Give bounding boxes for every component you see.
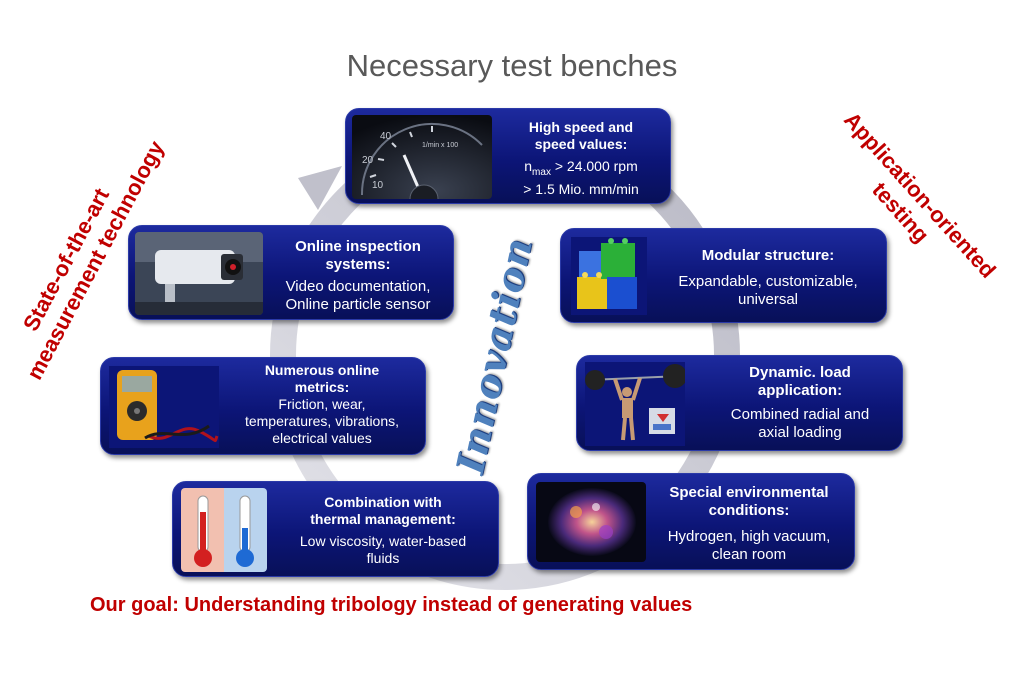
page-title: Necessary test benches: [346, 48, 678, 83]
thermometers-image: [181, 488, 267, 572]
box-online-inspection: Online inspection systems: Video documen…: [128, 225, 454, 320]
metrics-heading-1: Numerous online: [264, 362, 380, 378]
svg-text:10: 10: [372, 180, 384, 191]
environment-body-2: clean room: [711, 546, 787, 563]
feed-rate-line: > 1.5 Mio. mm/min: [523, 180, 639, 197]
box-high-speed: 40 20 10 1/min x 100 High speed and spee…: [345, 108, 671, 204]
nebula-image: [536, 482, 646, 562]
environment-text: Special environmental conditions: Hydrog…: [648, 484, 850, 564]
gauge-unit-text: 1/min x 100: [422, 142, 458, 149]
box-dynamic-load: Dynamic. load application: Combined radi…: [576, 355, 903, 451]
thermal-body-1: Low viscosity, water-based: [299, 533, 467, 549]
thermal-body-2: fluids: [366, 550, 400, 566]
metrics-heading-2: metrics:: [294, 379, 350, 395]
goal-statement: Our goal: Understanding tribology instea…: [90, 594, 693, 616]
metrics-text: Numerous online metrics: Friction, wear,…: [221, 362, 423, 447]
camera-image: [135, 232, 263, 315]
high-speed-heading-1: High speed and: [528, 119, 634, 135]
modular-heading: Modular structure:: [701, 247, 835, 264]
metrics-body-3: electrical values: [272, 430, 372, 446]
weightlifter-image: [585, 362, 685, 446]
modular-text: Modular structure: Expandable, customiza…: [653, 247, 883, 309]
building-blocks-image: [571, 237, 647, 315]
dynamic-heading-1: Dynamic. load: [749, 364, 851, 381]
multimeter-image: [109, 366, 219, 448]
inspection-heading-1: Online inspection: [295, 238, 421, 255]
modular-body-1: Expandable, customizable,: [678, 273, 858, 290]
dynamic-body-1: Combined radial and: [730, 406, 870, 423]
tachometer-image: 40 20 10 1/min x 100: [352, 115, 492, 199]
nmax-value: > 24.000 rpm: [550, 158, 638, 174]
box-modular-structure: Modular structure: Expandable, customiza…: [560, 228, 887, 323]
high-speed-text: High speed and speed values: nmax > 24.0…: [496, 119, 666, 198]
environment-heading-2: conditions:: [708, 502, 790, 519]
metrics-body-1: Friction, wear,: [278, 396, 366, 412]
svg-text:40: 40: [380, 131, 392, 142]
nmax-line: nmax > 24.000 rpm: [496, 158, 666, 181]
nmax-subscript: max: [532, 166, 551, 178]
high-speed-heading-2: speed values:: [534, 136, 628, 152]
dynamic-heading-2: application:: [757, 382, 843, 399]
metrics-body-2: temperatures, vibrations,: [244, 413, 400, 429]
dynamic-text: Dynamic. load application: Combined radi…: [703, 364, 897, 442]
box-thermal-management: Combination with thermal management: Low…: [172, 481, 499, 577]
environment-heading-1: Special environmental: [669, 484, 829, 501]
box-online-metrics: Numerous online metrics: Friction, wear,…: [100, 357, 426, 455]
thermal-heading-1: Combination with: [324, 494, 442, 510]
thermal-text: Combination with thermal management: Low…: [271, 494, 495, 567]
environment-body-1: Hydrogen, high vacuum,: [667, 528, 831, 545]
inspection-heading-2: systems:: [325, 256, 391, 273]
inspection-body-1: Video documentation,: [285, 278, 431, 295]
cycle-arrowhead: [298, 166, 342, 210]
nmax-symbol: n: [524, 158, 533, 174]
thermal-heading-2: thermal management:: [310, 511, 456, 527]
box-environmental-conditions: Special environmental conditions: Hydrog…: [527, 473, 855, 570]
modular-body-2: universal: [737, 291, 799, 308]
svg-text:20: 20: [362, 155, 374, 166]
inspection-body-2: Online particle sensor: [285, 296, 431, 313]
inspection-text: Online inspection systems: Video documen…: [265, 238, 451, 314]
dynamic-body-2: axial loading: [758, 424, 842, 441]
